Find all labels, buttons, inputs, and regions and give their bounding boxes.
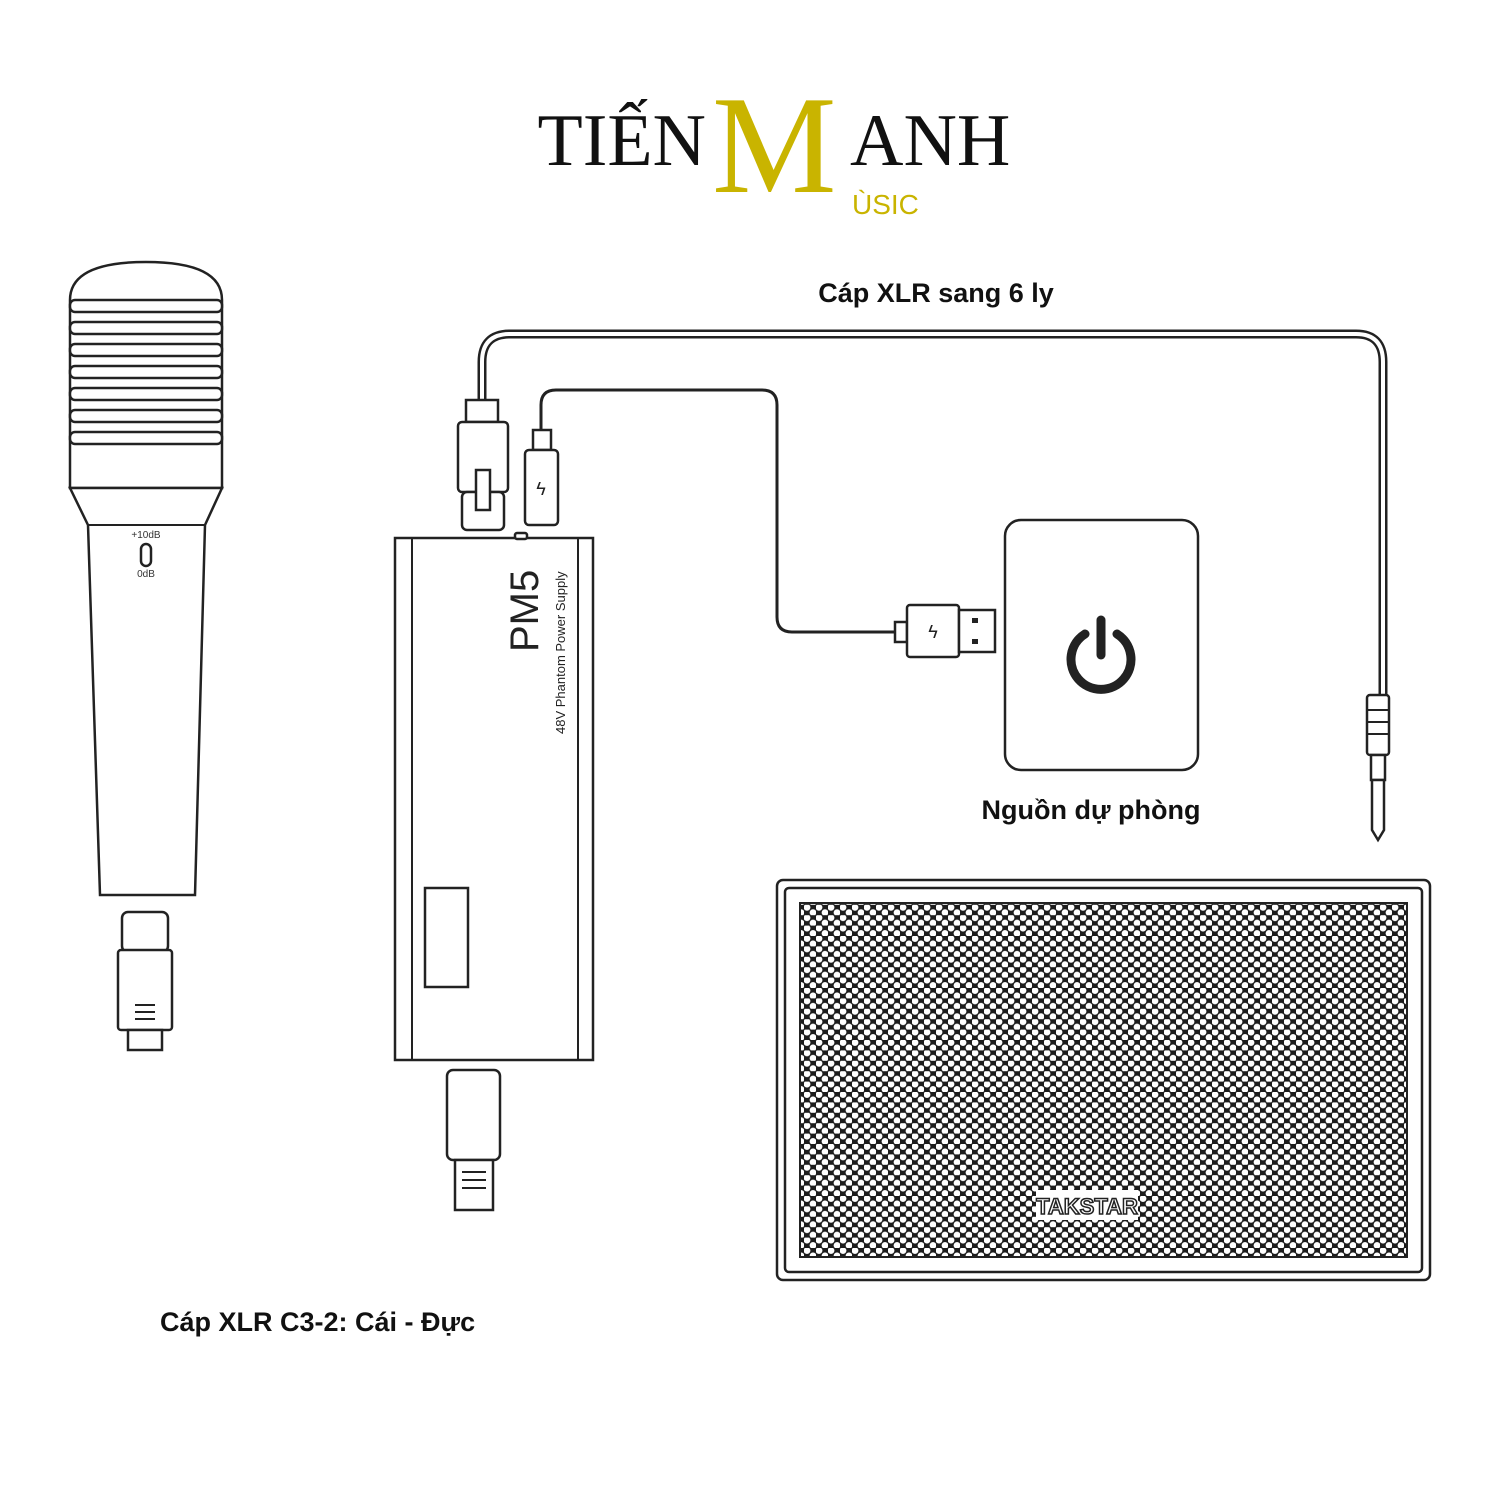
microphone: +10dB 0dB [68,260,224,897]
logo-anh: ANH [850,100,1010,182]
brand-logo: TIẾN M ANH ÙSIC [538,68,1011,223]
logo-m: M [712,68,836,223]
logo-music: ÙSIC [852,189,919,220]
switch-high-label: +10dB [131,530,161,541]
usb-c-connector: ϟ [523,428,560,527]
device-subtitle: 48V Phantom Power Supply [553,571,568,734]
gain-switch [139,542,153,568]
lightning-icon: ϟ [536,479,546,499]
power-bank [1003,518,1200,772]
label-xlr-to-jack: Cáp XLR sang 6 ly [818,278,1054,308]
pm5-phantom-power: PM5 48V Phantom Power Supply [393,531,595,1062]
usb-a-connector: ϟ [893,603,997,659]
label-xlr-cable: Cáp XLR C3-2: Cái - Đực [160,1307,475,1337]
xlr-female-connector [116,910,174,1052]
logo-tien: TIẾN [538,99,707,182]
device-model: PM5 [503,570,547,652]
label-power-bank: Nguồn dự phòng [982,795,1201,825]
jack-6-35mm-plug [1365,693,1391,843]
switch-low-label: 0dB [137,569,155,580]
display-window [423,886,470,989]
xlr-top-connector [456,398,510,532]
lightning-icon: ϟ [928,622,938,642]
speaker-brand: TAKSTAR [1036,1194,1138,1219]
power-icon [1066,629,1136,694]
speaker: TAKSTAR [775,878,1432,1282]
xlr-male-connector [445,1068,502,1212]
